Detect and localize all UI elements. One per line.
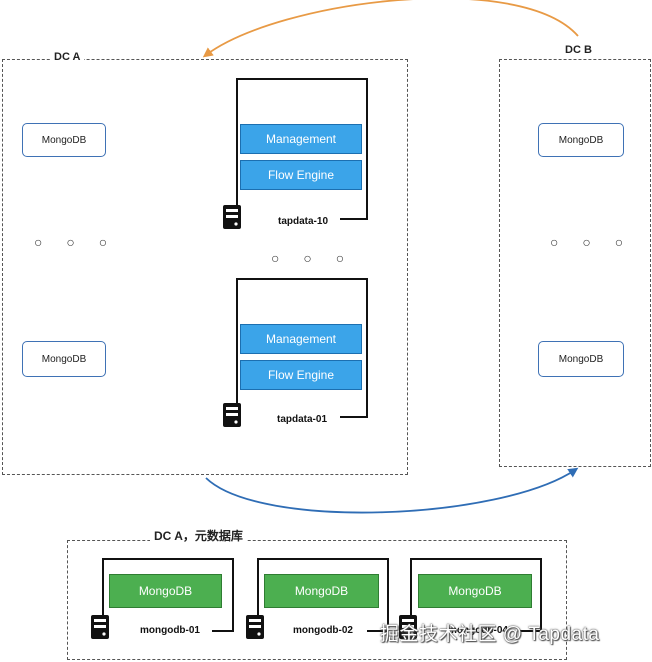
mongodb-node-label: mongodb-01 — [140, 625, 200, 636]
server-frame — [102, 558, 234, 632]
mongodb-node-01: MongoDB mongodb-01 — [88, 558, 236, 648]
server-frame — [257, 558, 389, 632]
server-icon — [223, 403, 241, 427]
server-frame-bottom-line — [367, 630, 389, 632]
tapdata-node-01: Management Flow Engine tapdata-01 — [220, 278, 370, 438]
watermark: 掘金技术社区 @ Tapdata — [380, 624, 600, 645]
dca-to-dcb-arrow — [205, 467, 579, 514]
meta-db-container — [67, 540, 567, 660]
mongodb-node-label: mongodb-02 — [293, 625, 353, 636]
mongodb-bar: MongoDB — [109, 574, 222, 608]
dc-a-ellipsis: ○ ○ ○ — [34, 234, 118, 250]
dc-a-label: DC A — [50, 51, 85, 63]
server-frame — [236, 278, 368, 418]
server-frame — [236, 78, 368, 220]
mongodb-bar: MongoDB — [264, 574, 379, 608]
dc-a-mongodb-box-2: MongoDB — [22, 341, 106, 377]
server-frame-bottom-line — [520, 630, 542, 632]
flow-engine-bar: Flow Engine — [240, 360, 362, 390]
dc-b-label: DC B — [561, 44, 596, 56]
tapdata-ellipsis: ○ ○ ○ — [271, 250, 355, 266]
mongodb-node-02: MongoDB mongodb-02 — [243, 558, 391, 648]
dc-b-mongodb-box-2: MongoDB — [538, 341, 624, 377]
server-frame-bottom-line — [212, 630, 234, 632]
server-icon — [91, 615, 109, 639]
flow-engine-bar: Flow Engine — [240, 160, 362, 190]
server-frame — [410, 558, 542, 632]
server-frame-bottom-line — [340, 416, 368, 418]
dc-b-mongodb-box-1: MongoDB — [538, 123, 624, 157]
server-frame-bottom-line — [340, 218, 368, 220]
management-bar: Management — [240, 324, 362, 354]
mongodb-node-label: mongodb-04 — [448, 625, 508, 636]
dc-a-mongodb-box-1: MongoDB — [22, 123, 106, 157]
server-icon — [399, 615, 417, 639]
management-bar: Management — [240, 124, 362, 154]
tapdata-node-label: tapdata-10 — [278, 216, 329, 227]
mongodb-node-04: MongoDB mongodb-04 — [396, 558, 544, 648]
server-icon — [246, 615, 264, 639]
meta-db-label: DC A，元数据库 — [150, 527, 247, 544]
tapdata-node-label: tapdata-01 — [277, 414, 328, 425]
server-icon — [223, 205, 241, 229]
dc-a-container — [2, 59, 408, 475]
dcb-to-dca-arrow — [202, 0, 579, 58]
dc-b-ellipsis: ○ ○ ○ — [550, 234, 634, 250]
tapdata-node-10: Management Flow Engine tapdata-10 — [220, 78, 370, 238]
mongodb-bar: MongoDB — [418, 574, 532, 608]
dc-b-container — [499, 59, 651, 467]
